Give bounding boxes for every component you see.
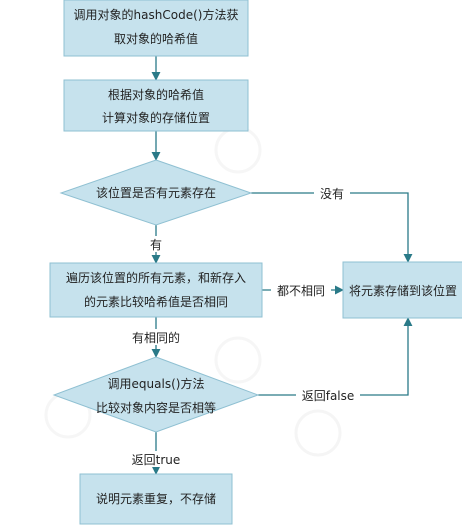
node-step2-line2: 计算对象的存储位置 [102,110,210,125]
node-step3-line1: 遍历该位置的所有元素，和新存入 [66,270,246,285]
node-decision1: 该位置是否有元素存在 [59,159,253,226]
node-step1-line2: 取对象的哈希值 [114,31,198,46]
edge-label-return-false: 返回false [302,389,355,403]
node-step2-line1: 根据对象的哈希值 [108,87,204,102]
edge-label-all-different: 都不相同 [277,284,325,298]
edge-label-return-true: 返回true [132,453,181,467]
node-decision2-line2: 比较对象内容是否相等 [96,400,216,415]
node-duplicate-line1: 说明元素重复，不存储 [96,491,216,506]
node-step3-line2: 的元素比较哈希值是否相同 [84,294,228,309]
node-store-line1: 将元素存储到该位置 [349,283,457,298]
node-step2: 根据对象的哈希值 计算对象的存储位置 [63,79,249,132]
edge-decision2-store [258,317,413,396]
node-decision1-line1: 该位置是否有元素存在 [96,185,216,200]
node-step1: 调用对象的hashCode()方法获 取对象的哈希值 [63,0,249,57]
edge-labels: 没有 有 都不相同 有相同的 返回false 返回true [124,185,360,467]
edge-label-yes: 有 [150,238,162,252]
edge-label-has-same: 有相同的 [132,330,180,345]
edge-label-no: 没有 [320,186,344,201]
node-store: 将元素存储到该位置 [342,261,462,319]
node-decision2-line1: 调用equals()方法 [108,376,205,391]
node-step1-line1: 调用对象的hashCode()方法获 [74,7,239,22]
node-step3: 遍历该位置的所有元素，和新存入 的元素比较哈希值是否相同 [49,262,263,318]
node-duplicate: 说明元素重复，不存储 [79,473,233,525]
edge-decision1-store [251,192,413,263]
node-decision2: 调用equals()方法 比较对象内容是否相等 [52,356,260,433]
